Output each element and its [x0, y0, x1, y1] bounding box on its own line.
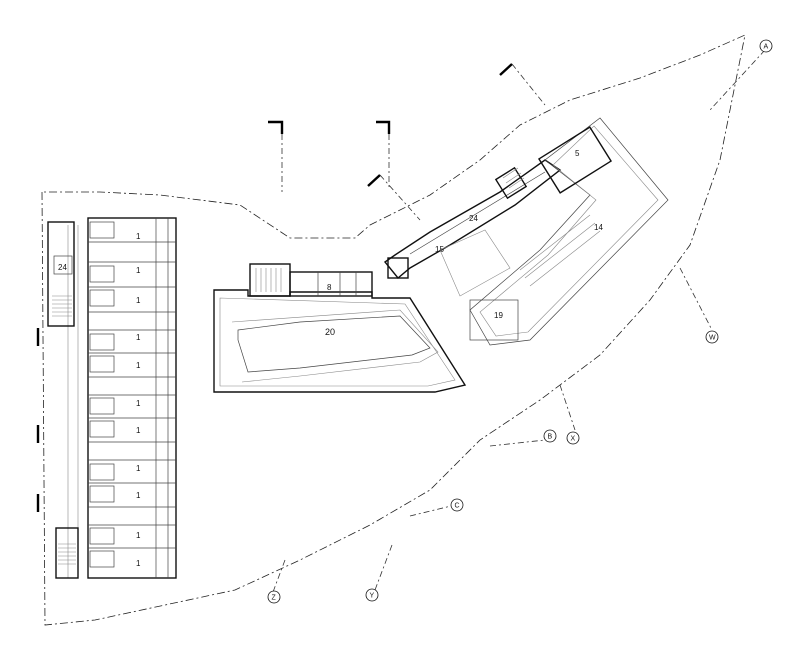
room-label-15: 15	[435, 245, 444, 254]
section-cut-mark	[268, 120, 284, 134]
room-19-box	[469, 299, 519, 341]
south-stair-core	[55, 527, 79, 579]
svg-text:C: C	[455, 503, 460, 510]
unit-label: 1	[136, 491, 141, 500]
west-wing-outline	[87, 217, 177, 579]
room-label-19: 19	[494, 311, 503, 320]
section-cut-mark	[376, 120, 391, 134]
unit-label: 1	[136, 333, 141, 342]
parking-outline	[213, 289, 467, 393]
grid-marker-y: Y	[365, 588, 379, 602]
west-wing: 1 1 1 1 1 1 1 1 1 1 1 24	[47, 217, 177, 579]
unit-label: 1	[136, 559, 141, 568]
room-label-24-west: 24	[58, 263, 67, 272]
section-cut-mark	[367, 174, 381, 187]
corridor-outline	[383, 159, 562, 279]
svg-text:B: B	[548, 434, 553, 441]
diagonal-wing: 15 24	[383, 159, 562, 279]
site-boundary	[41, 34, 746, 626]
grid-lines	[272, 49, 766, 593]
room-label-5: 5	[575, 149, 580, 158]
room-5-box	[537, 126, 613, 194]
central-core: 8	[249, 263, 373, 297]
parking-block: 20	[213, 289, 467, 393]
section-cut-mark	[499, 63, 513, 76]
room-label-14: 14	[594, 223, 603, 232]
unit-label: 1	[136, 232, 141, 241]
east-wing: 5 19 14	[439, 117, 669, 346]
svg-text:W: W	[709, 335, 716, 342]
svg-text:X: X	[571, 436, 576, 443]
unit-label: 1	[136, 426, 141, 435]
service-rooms	[289, 271, 373, 297]
room-label-8: 8	[327, 283, 332, 292]
unit-label: 1	[136, 464, 141, 473]
grid-marker-a: A	[759, 39, 773, 53]
svg-text:Z: Z	[272, 595, 277, 602]
grid-marker-b: B	[543, 429, 557, 443]
svg-text:Y: Y	[370, 593, 375, 600]
room-label-20: 20	[325, 327, 335, 337]
unit-label: 1	[136, 531, 141, 540]
north-stair-core	[47, 221, 75, 327]
unit-label: 1	[136, 296, 141, 305]
room-label-24-east: 24	[469, 214, 478, 223]
svg-text:A: A	[764, 44, 769, 51]
grid-marker-c: C	[450, 498, 464, 512]
grid-marker-w: W	[705, 330, 719, 344]
unit-label: 1	[136, 399, 141, 408]
unit-label: 1	[136, 266, 141, 275]
grid-marker-x: X	[566, 431, 580, 445]
elevator-core	[387, 257, 409, 279]
unit-label: 1	[136, 361, 141, 370]
grid-marker-z: Z	[267, 590, 281, 604]
